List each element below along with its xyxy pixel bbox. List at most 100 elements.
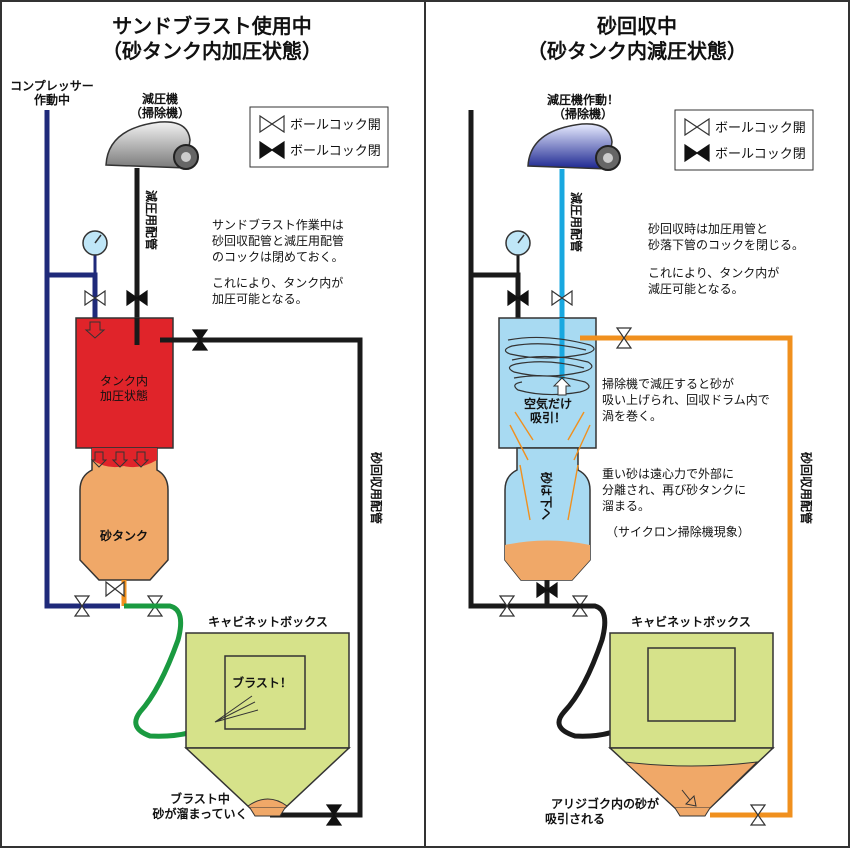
- tank-label-line1: タンク内: [100, 374, 148, 388]
- vortex-line: 吸い上げられ、回収ドラム内で: [602, 393, 770, 407]
- valve-closed-pressure: [507, 289, 529, 307]
- right-explanation: 掃除機で減圧すると砂が 吸い上げられ、回収ドラム内で 渦を巻く。 重い砂は遠心力…: [602, 376, 770, 539]
- vacuum-machine-icon: [105, 121, 191, 169]
- legend-box: [249, 106, 389, 168]
- sand-down-arrows-icon: [509, 411, 591, 521]
- legend-box: [674, 109, 814, 171]
- valve-open-sand-drop: [105, 580, 125, 598]
- heavy-sand-line: 溜まる。: [602, 498, 650, 513]
- valve-open-pressure: [84, 289, 106, 307]
- pressure-arrow-icon: [132, 451, 150, 468]
- cabinet-label: キャビネットボックス: [631, 614, 751, 629]
- valve-open-compressor-line: [73, 595, 91, 617]
- left-title-line2: （砂タンク内加圧状態）: [102, 39, 322, 63]
- blast-spray-icon: [214, 695, 259, 723]
- right-title-line2: （砂タンク内減圧状態）: [527, 39, 747, 63]
- vacuum-label-line2: （掃除機）: [130, 105, 190, 120]
- valve-closed-sand-drop: [536, 581, 558, 599]
- pressure-arrow-icon: [90, 451, 108, 468]
- sand-tank-label: 砂タンク: [99, 528, 148, 543]
- compressor-label-line2: 作動中: [34, 92, 70, 107]
- legend-closed-label: ボールコック閉: [290, 144, 381, 159]
- vacuum-hub-icon: [603, 153, 613, 163]
- sand-tank: [79, 447, 169, 581]
- pressure-arrow-icon: [84, 321, 106, 339]
- sand-suction-arrow-icon: [681, 789, 697, 807]
- cabinet-window: [647, 647, 736, 722]
- hopper-sand-funnel: [623, 761, 759, 809]
- vacuum-hub-icon: [181, 152, 191, 162]
- hopper-label-line1: アリジゴク内の砂が: [551, 796, 659, 811]
- valve-closed-recovery-bottom: [325, 804, 343, 826]
- right-panel: 砂回収中 （砂タンク内減圧状態） 減圧機作動！ （掃除機） 減圧用配管 ボールコ…: [468, 14, 814, 826]
- hopper-sand-pile: [247, 798, 288, 809]
- hopper-outlet: [249, 807, 286, 817]
- pressure-arrow-icon: [111, 451, 129, 468]
- air-label-line2: 吸引！: [530, 411, 566, 425]
- recovery-pipe-label: 砂回収用配管: [369, 451, 384, 524]
- sand-down-label: 砂は下へ: [539, 471, 554, 520]
- air-up-arrow-icon: [552, 377, 572, 396]
- recovery-pipe-label: 砂回収用配管: [799, 451, 814, 524]
- valve-open-vacuum: [551, 289, 573, 307]
- cabinet-box: [609, 632, 774, 749]
- gauge-needle: [517, 234, 525, 244]
- vacuum-active-label-line2: （掃除機）: [553, 106, 613, 121]
- hopper-label-line1: ブラスト中: [170, 791, 230, 806]
- hopper-label-line2: 砂が溜まっていく: [152, 806, 248, 821]
- vacuum-machine-active-icon: [527, 123, 613, 170]
- blast-label: ブラスト！: [232, 675, 292, 690]
- hopper-label-line2: 吸引される: [545, 812, 605, 826]
- vortex-line: 掃除機で減圧すると砂が: [602, 376, 734, 391]
- cyclone-drum: [498, 317, 597, 449]
- left-note: サンドブラスト作業中は 砂回収配管と減圧用配管 のコックは閉めておく。 これによ…: [212, 217, 344, 306]
- air-label-line1: 空気だけ: [524, 396, 572, 411]
- recovery-pipe: [160, 337, 363, 818]
- left-note-line: 加圧可能となる。: [212, 292, 308, 306]
- right-note: 砂回収時は加圧用管と 砂落下管のコックを閉じる。 これにより、タンク内が 減圧可…: [648, 221, 804, 296]
- compressor-label-line1: コンプレッサー: [10, 78, 94, 93]
- left-note-line: これにより、タンク内が: [212, 275, 343, 290]
- legend-open-valve-icon: [684, 117, 710, 137]
- vacuum-label-line1: 減圧機: [142, 91, 178, 106]
- recovery-pipe-active: [580, 335, 793, 818]
- heavy-sand-line: 分離され、再び砂タンクに: [602, 483, 746, 497]
- cyclone-label: （サイクロン掃除機現象）: [606, 524, 750, 539]
- left-panel: サンドブラスト使用中 （砂タンク内加圧状態） コンプレッサー 作動中 減圧機 （…: [10, 14, 389, 826]
- legend-open-label: ボールコック開: [290, 118, 381, 133]
- vacuum-active-label-line1: 減圧機作動！: [547, 92, 619, 107]
- legend-open-valve-icon: [259, 114, 285, 134]
- right-title-line1: 砂回収中: [597, 14, 677, 38]
- right-note-line: 減圧可能となる。: [648, 281, 744, 296]
- right-note-line: これにより、タンク内が: [648, 265, 779, 280]
- vortex-spiral: [504, 336, 595, 396]
- valve-open-recovery-bottom: [749, 804, 767, 826]
- heavy-sand-line: 重い砂は遠心力で外部に: [602, 466, 734, 481]
- legend-closed-valve-icon: [684, 143, 710, 163]
- valve-closed-vacuum: [126, 289, 148, 307]
- blast-hose-idle: [547, 603, 637, 739]
- vacuum-pipe-label: 減圧用配管: [144, 190, 159, 250]
- blast-hose: [124, 603, 217, 739]
- right-note-line: 砂回収時は加圧用管と: [648, 221, 768, 236]
- left-note-line: のコックは閉めておく。: [212, 250, 344, 264]
- cabinet-box: [185, 632, 350, 749]
- hopper-outlet: [674, 807, 711, 817]
- cabinet-window: [224, 655, 306, 730]
- pressurized-tank: [75, 317, 174, 449]
- tank-label-line2: 加圧状態: [100, 388, 148, 403]
- left-note-line: サンドブラスト作業中は: [212, 217, 344, 232]
- left-title-line1: サンドブラスト使用中: [112, 14, 312, 38]
- left-note-line: 砂回収配管と減圧用配管: [212, 233, 344, 248]
- valve-open-compressor-line: [498, 595, 516, 617]
- legend-open-label: ボールコック開: [715, 121, 806, 136]
- legend-closed-valve-icon: [259, 140, 285, 160]
- gauge-needle: [94, 234, 102, 244]
- collected-sand: [505, 540, 590, 580]
- valve-closed-recovery-top: [191, 329, 209, 351]
- right-note-line: 砂落下管のコックを閉じる。: [648, 237, 804, 252]
- cabinet-label: キャビネットボックス: [208, 614, 328, 629]
- vortex-line: 渦を巻く。: [602, 408, 662, 423]
